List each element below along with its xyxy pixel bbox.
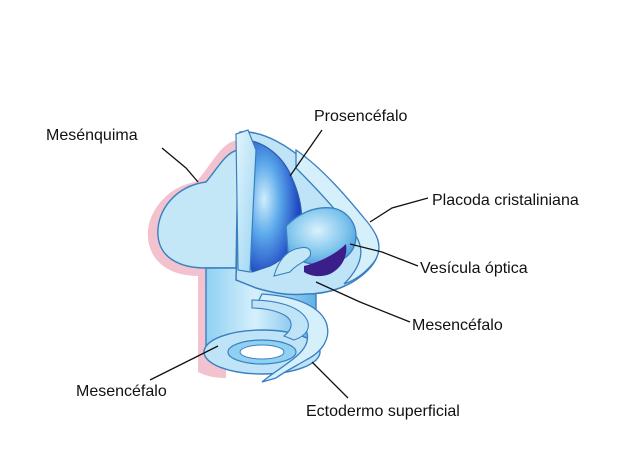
label-ectodermo: Ectodermo superficial	[306, 403, 460, 420]
label-mesencefalo-right: Mesencéfalo	[412, 317, 503, 334]
leader-ectodermo	[311, 361, 349, 399]
leader-mesencefalo-right	[315, 281, 411, 323]
leader-mesencefalo-left	[149, 345, 219, 381]
label-prosencefalo: Prosencéfalo	[314, 108, 407, 125]
label-vesicula: Vesícula óptica	[420, 260, 528, 277]
label-placoda: Placoda cristaliniana	[432, 192, 579, 209]
ectoderm-sheet	[251, 299, 309, 341]
leader-prosencefalo	[289, 129, 323, 177]
leader-mesenquima	[161, 147, 199, 183]
optic-vesicle-dark	[304, 244, 347, 277]
cut-surface	[235, 129, 257, 273]
mesenchyme-lobe	[157, 149, 239, 269]
neural-wall-fold	[273, 246, 312, 277]
label-mesenquima: Mesénquima	[46, 127, 138, 144]
leader-vesicula	[349, 243, 419, 267]
label-mesencefalo-left: Mesencéfalo	[76, 383, 167, 400]
tube-lumen	[239, 344, 285, 360]
leader-placoda	[369, 197, 429, 223]
